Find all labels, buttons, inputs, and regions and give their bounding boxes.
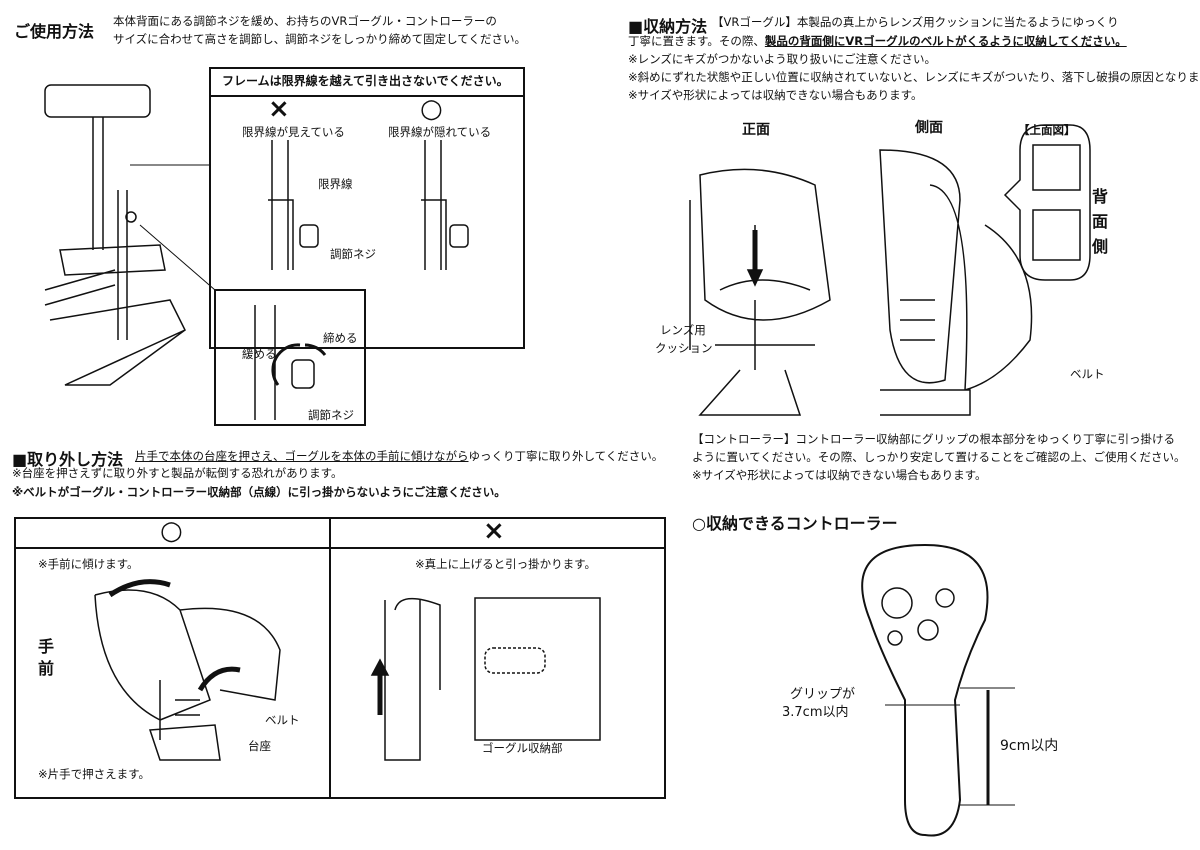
back-side-2: 面 [1092, 212, 1109, 231]
base-label: 台座 [248, 739, 271, 753]
back-side-1: 背 [1092, 187, 1109, 206]
storage-text-2b: 製品の背面側にVRゴーグルのベルトがくるように収納してください。 [764, 34, 1127, 48]
cushion-label-1: レンズ用 [660, 323, 706, 337]
ng-label: 限界線が見えている [242, 125, 345, 139]
controller-heading: ○収納できるコントローラー [692, 514, 898, 533]
ok-note: ※手前に傾けます。 [38, 557, 139, 571]
storage-text-1: 【VRゴーグル】本製品の真上からレンズ用クッションに当たるようにゆっくり [712, 15, 1119, 29]
back-side-3: 側 [1092, 237, 1109, 256]
controller-text-2: ように置いてください。その際、しっかり安定して置けることをご確認の上、ご使用くだ… [692, 450, 1186, 464]
front-label-1: 手 [38, 637, 55, 656]
front-view-label: 正面 [742, 122, 770, 138]
removal-text: ゆっくり丁寧に取り外してください。 [468, 449, 664, 463]
storage-note-3: ※サイズや形状によっては収納できない場合もあります。 [628, 88, 923, 102]
storage-text-2a: 丁寧に置きます。その際、 [628, 34, 765, 48]
storage-title: ■収納方法 [628, 17, 708, 36]
storage-belt-label: ベルト [1070, 367, 1105, 381]
loosen-label: 緩める [242, 347, 277, 361]
removal-text-underlined: 片手で本体の台座を押さえ、ゴーグルを本体の手前に傾けながら [135, 449, 469, 463]
front-label-2: 前 [38, 659, 55, 678]
frame-warning: フレームは限界線を越えて引き出さないでください。 [222, 74, 509, 88]
screw-label-2: 調節ネジ [308, 408, 354, 422]
removal-title: ■取り外し方法 [12, 450, 124, 469]
height-label: 9cm以内 [1000, 738, 1059, 754]
screw-label: 調節ネジ [330, 247, 376, 261]
side-view-label: 側面 [915, 120, 943, 136]
limit-line-label: 限界線 [318, 177, 353, 191]
controller-text-1: 【コントローラー】コントローラー収納部にグリップの根本部分をゆっくり丁寧に引っ掛… [692, 432, 1175, 446]
stand-illustration [44, 84, 216, 386]
hold-note: ※片手で押さえます。 [38, 767, 150, 781]
ok-mark-removal: ○ [160, 516, 183, 546]
ok-label: 限界線が隠れている [388, 125, 492, 139]
removal-note-2: ※ベルトがゴーグル・コントローラー収納部（点線）に引っ掛からないようにご注意くだ… [12, 485, 506, 499]
usage-title: ご使用方法 [14, 22, 95, 41]
ng-mark: × [268, 94, 290, 124]
goggle-storage-label: ゴーグル収納部 [482, 741, 563, 755]
storage-note-1: ※レンズにキズがつかないよう取り扱いにご注意ください。 [628, 52, 936, 66]
usage-text-1: 本体背面にある調節ネジを緩め、お持ちのVRゴーグル・コントローラーの [113, 14, 497, 28]
usage-text-2: サイズに合わせて高さを調節し、調節ネジをしっかり締めて固定してください。 [113, 32, 526, 46]
removal-note-1: ※台座を押さえずに取り外すと製品が転倒する恐れがあります。 [12, 466, 343, 480]
grip-label-1: グリップが [790, 687, 856, 702]
ng-note: ※真上に上げると引っ掛かります。 [415, 557, 596, 571]
controller-note: ※サイズや形状によっては収納できない場合もあります。 [692, 468, 987, 482]
ok-mark: ○ [420, 94, 443, 124]
ng-mark-removal: × [483, 516, 505, 546]
tighten-label: 締める [323, 331, 358, 345]
top-view-label: 【上面図】 [1018, 123, 1076, 137]
belt-label: ベルト [265, 713, 300, 727]
cushion-label-2: クッション [655, 341, 713, 355]
grip-label-2: 3.7cm以内 [782, 705, 849, 720]
storage-note-2: ※斜めにずれた状態や正しい位置に収納されていないと、レンズにキズがついたり、落下… [628, 70, 1200, 84]
